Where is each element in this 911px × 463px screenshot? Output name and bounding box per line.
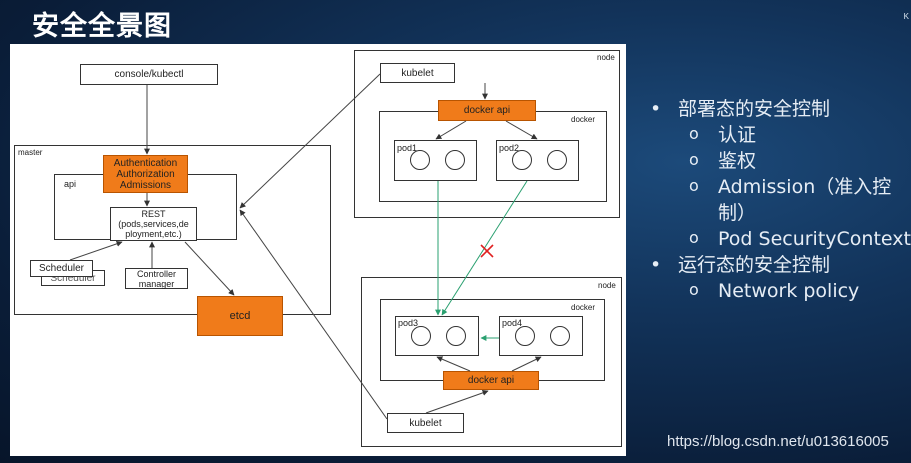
bullet-network-policy: Network policy (650, 277, 911, 304)
pod3-container-a (411, 326, 431, 346)
auth-box: Authentication Authorization Admissions (103, 155, 188, 193)
bullet-authorization: 鉴权 (650, 147, 911, 174)
bullet-authentication: 认证 (650, 121, 911, 148)
node2-kubelet-box: kubelet (387, 413, 464, 433)
node2-region (361, 277, 622, 447)
source-watermark: https://blog.csdn.net/u013616005 (667, 433, 889, 450)
bullet-admission: Admission（准入控制） (650, 173, 911, 226)
dockerapi-to-pod2-arrow (505, 120, 538, 140)
auth-line-admissions: Admissions (119, 179, 172, 191)
corner-mark: K (903, 12, 909, 21)
kubelet1-to-master-arrow (239, 73, 381, 209)
kubelet2-to-master-arrow (239, 209, 388, 420)
scheduler-box: Scheduler (30, 260, 93, 277)
pod2-container-a (512, 150, 532, 170)
security-architecture-diagram: master console/kubectl api Authenticatio… (10, 44, 626, 456)
master-label: master (18, 148, 43, 157)
slide-title: 安全全景图 (32, 11, 172, 42)
auth-line-authorization: Authorization (116, 168, 175, 180)
console-kubectl-box: console/kubectl (80, 64, 218, 85)
node2-label: node (598, 281, 616, 290)
pod4-label: pod4 (502, 318, 523, 328)
dockerapi2-to-pod3-arrow (436, 356, 471, 372)
pod2-label: pod2 (499, 143, 520, 153)
node2-docker-api-box: docker api (443, 371, 539, 390)
node1-kubelet-box: kubelet (380, 63, 455, 83)
scheduler-to-rest-arrow (69, 240, 123, 261)
rest-line-3: ployment,etc.) (125, 229, 182, 239)
node1-region (354, 50, 620, 218)
blocked-x-mark (480, 244, 494, 258)
node1-docker-label: docker (571, 115, 596, 124)
etcd-box: etcd (197, 296, 283, 336)
controller-line-1: Controller (136, 268, 176, 279)
security-control-list: 部署态的安全控制 认证 鉴权 Admission（准入控制） Pod Secur… (650, 96, 911, 304)
node2-docker-label: docker (571, 303, 596, 312)
bullet-pod-security-context: Pod SecurityContext (650, 225, 911, 252)
bullet-runtime-security: 运行态的安全控制 (650, 252, 911, 278)
controller-manager-box: Controller manager (125, 268, 188, 289)
api-label: api (64, 179, 77, 189)
rest-line-1: REST (141, 209, 166, 219)
node1-label: node (597, 53, 615, 62)
dockerapi-to-pod1-arrow (435, 120, 467, 140)
connector-lines (69, 73, 542, 420)
auth-line-authentication: Authentication (113, 157, 178, 169)
node1-docker-api-box: docker api (438, 100, 536, 121)
controller-line-2: manager (138, 278, 175, 289)
pod1-box (394, 140, 477, 181)
master-region (14, 145, 331, 315)
pod1-container-b (445, 150, 465, 170)
rest-line-2: (pods,services,de (118, 219, 189, 229)
pod4-container-b (550, 326, 570, 346)
bullet-deploy-time-security: 部署态的安全控制 (650, 96, 911, 122)
pod4-box (499, 316, 583, 356)
rest-to-etcd-arrow (184, 241, 235, 296)
pod2-container-b (547, 150, 567, 170)
kubelet2-to-dockerapi-arrow (425, 389, 489, 414)
pod2-box (496, 140, 579, 181)
pod3-label: pod3 (398, 318, 419, 328)
pod4-container-a (515, 326, 535, 346)
dockerapi2-to-pod4-arrow (511, 356, 542, 372)
pod3-box (395, 316, 479, 356)
pod1-container-a (410, 150, 430, 170)
rest-box: REST (pods,services,de ployment,etc.) (110, 207, 197, 241)
pod3-container-b (446, 326, 466, 346)
pod1-label: pod1 (397, 143, 418, 153)
